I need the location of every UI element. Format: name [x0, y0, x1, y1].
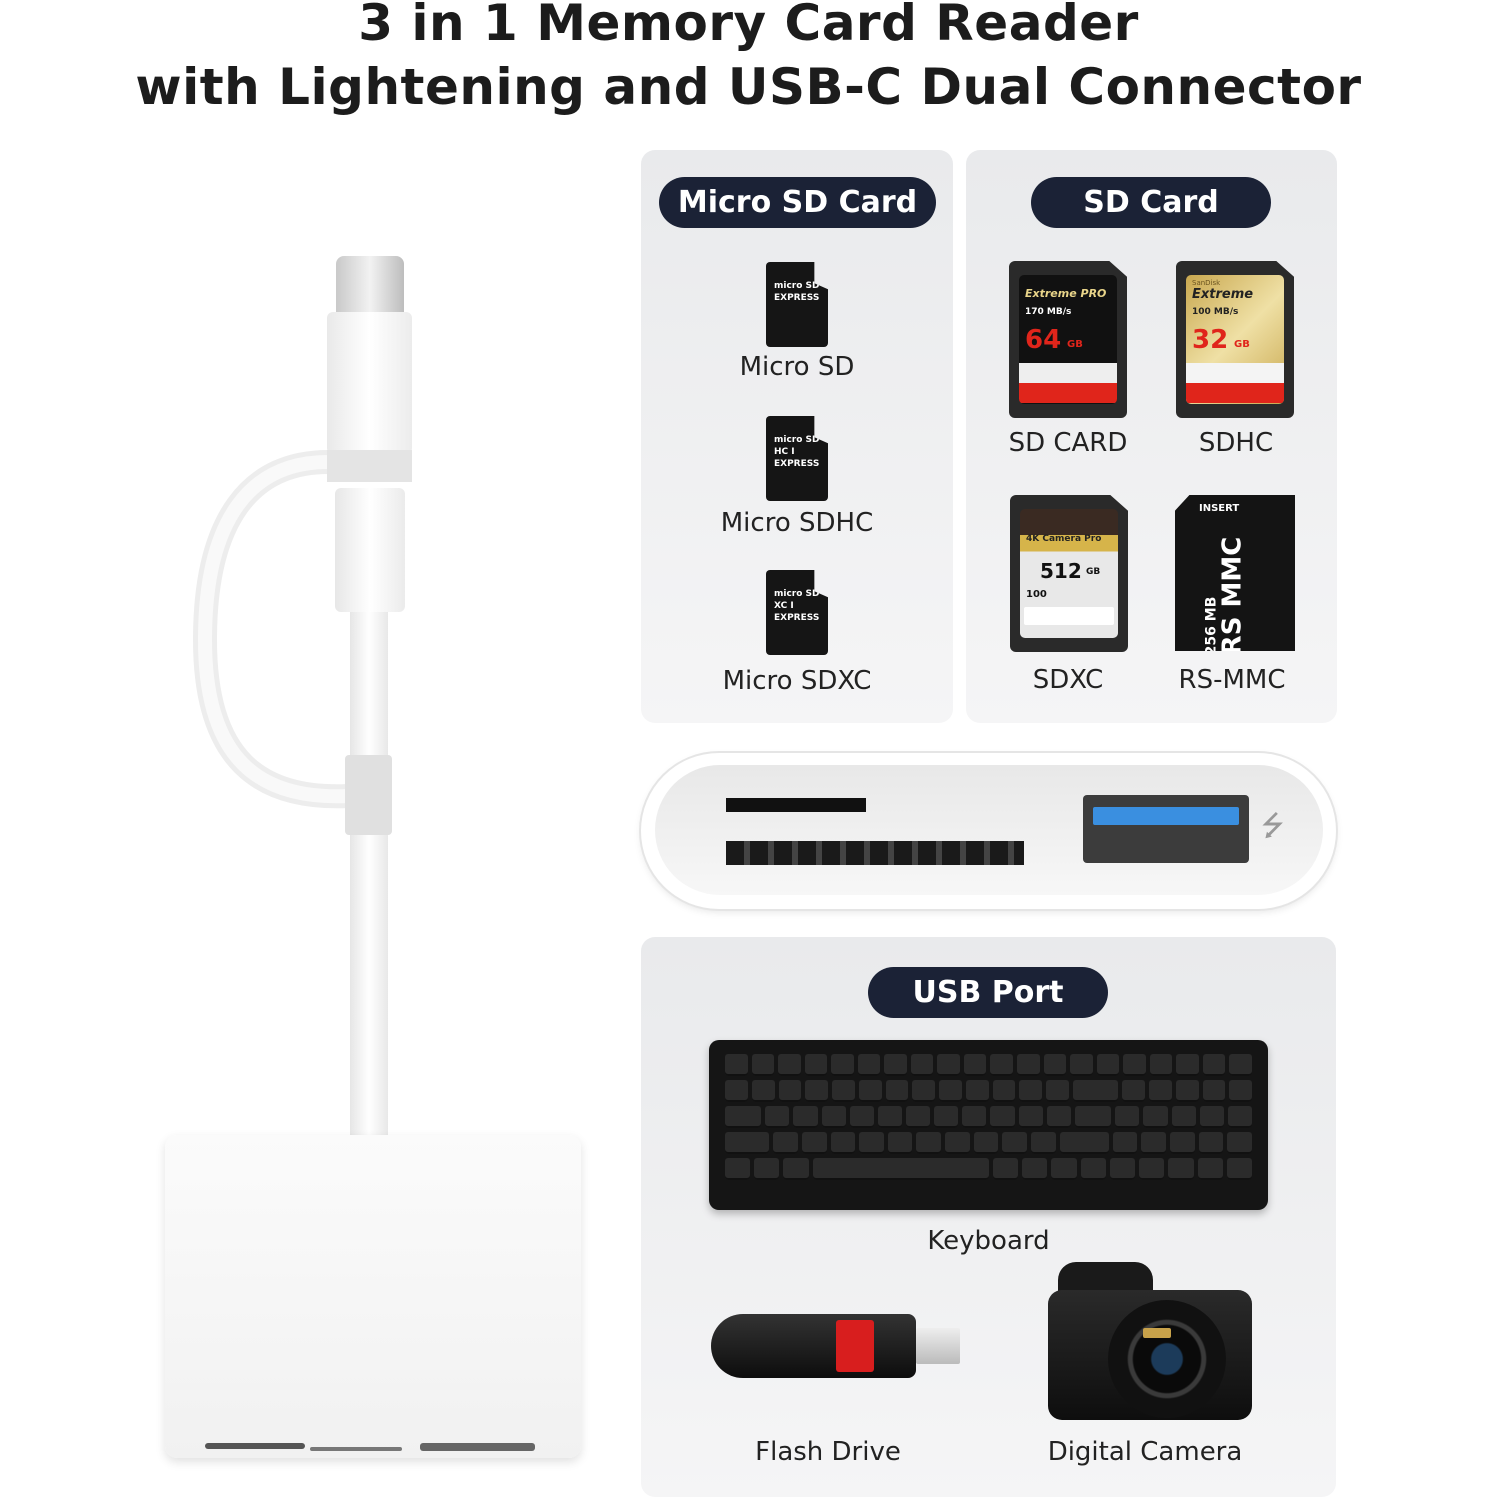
title-line-2: with Lightening and USB-C Dual Connector — [135, 58, 1362, 116]
reader-ports-closeup: ⭍ — [641, 753, 1336, 909]
sdxc-card-image: 4K Camera Pro 512 GB 100 — [1010, 495, 1128, 652]
cable — [350, 612, 388, 1142]
card-capacity: 64 — [1025, 325, 1062, 355]
sdhc-card-image: SanDisk Extreme 100 MB/s 32 GB — [1176, 261, 1294, 418]
micro-sd-label: Micro SD — [739, 352, 855, 382]
usb-c-tip — [336, 256, 404, 318]
usb-a-port — [1083, 795, 1249, 863]
flash-drive-label: Flash Drive — [755, 1437, 901, 1467]
micro-sdhc-label: Micro SDHC — [720, 508, 874, 538]
card-capacity-rotated: 256 MB RS MMC — [1203, 536, 1248, 656]
card-unit: GB — [1086, 567, 1101, 577]
card-unit: GB — [1067, 339, 1083, 350]
sd-heading: SD Card — [1031, 177, 1271, 228]
sd-card-label: SD CARD — [1008, 428, 1128, 458]
micro-sd-heading: Micro SD Card — [659, 177, 936, 228]
card-unit: GB — [1234, 339, 1250, 350]
card-insert-text: INSERT — [1199, 503, 1240, 514]
keyboard-image — [709, 1040, 1268, 1210]
usb-c-plug — [327, 312, 412, 454]
usb-symbol-icon: ⭍ — [1261, 809, 1285, 842]
micro-sd-slot — [726, 798, 866, 812]
card-capacity: 32 — [1192, 325, 1229, 355]
title-line-1: 3 in 1 Memory Card Reader — [358, 0, 1139, 52]
card-speed: 170 MB/s — [1025, 307, 1072, 317]
sd-card-image: Extreme PRO 170 MB/s 64 GB — [1009, 261, 1127, 418]
usb-heading: USB Port — [868, 967, 1108, 1018]
card-capacity: 512 — [1040, 559, 1082, 583]
keyboard-label: Keyboard — [927, 1226, 1050, 1256]
digital-camera-image — [1048, 1262, 1252, 1420]
rs-mmc-label: RS-MMC — [1178, 665, 1286, 695]
lightning-plug — [335, 488, 405, 612]
cable-loop — [192, 449, 360, 809]
card-maker: SanDisk — [1192, 279, 1221, 287]
card-brand: 4K Camera Pro — [1026, 534, 1102, 544]
card-speed: 100 MB/s — [1192, 307, 1239, 317]
card-brand: Extreme — [1192, 287, 1254, 302]
adapter-illustration — [0, 0, 640, 1497]
card-brand: Extreme PRO — [1025, 287, 1107, 300]
sd-slot — [726, 841, 1024, 865]
digital-camera-label: Digital Camera — [1047, 1437, 1243, 1467]
hub-body — [165, 1135, 581, 1458]
sdxc-label: SDXC — [1032, 665, 1104, 695]
card-speed: 100 — [1026, 589, 1047, 600]
micro-sdxc-label: Micro SDXC — [722, 666, 872, 696]
sdhc-label: SDHC — [1198, 428, 1274, 458]
rs-mmc-card-image: INSERT 256 MB RS MMC — [1175, 495, 1295, 651]
flash-drive-image — [711, 1312, 960, 1382]
